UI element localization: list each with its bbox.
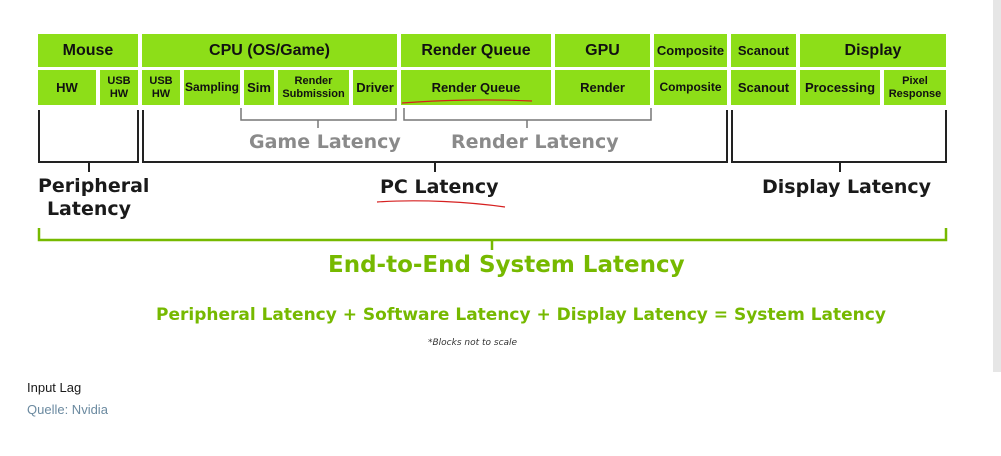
- label-display-latency: Display Latency: [762, 176, 932, 198]
- image-source[interactable]: Quelle: Nvidia: [27, 402, 108, 417]
- sub-pixel-response-text: Pixel Response: [888, 74, 942, 100]
- block-scanout: Scanout: [731, 34, 796, 67]
- sub-render-submission-text: Render Submission: [282, 74, 345, 100]
- block-mouse: Mouse: [38, 34, 138, 67]
- sub-sim: Sim: [244, 70, 274, 105]
- end-to-end-bracket: [37, 228, 948, 242]
- sub-sampling: Sampling: [184, 70, 240, 105]
- block-composite: Composite: [654, 34, 727, 67]
- annotation-underline-pc-latency: [376, 200, 506, 208]
- game-latency-bracket: [240, 108, 397, 121]
- diagram-image: Mouse CPU (OS/Game) Render Queue GPU Com…: [37, 34, 948, 348]
- peripheral-bracket: [38, 110, 139, 163]
- sub-render-submission: Render Submission: [278, 70, 349, 105]
- image-caption: Input Lag: [27, 380, 82, 395]
- label-pc-latency: PC Latency: [380, 176, 499, 198]
- latency-formula: Peripheral Latency + Software Latency + …: [156, 305, 886, 325]
- sub-usb-hw-mouse: USB HW: [100, 70, 138, 105]
- sub-pixel-response: Pixel Response: [884, 70, 946, 105]
- sub-hw: HW: [38, 70, 96, 105]
- sub-render-queue: Render Queue: [401, 70, 551, 105]
- bracket-lines: [37, 99, 948, 250]
- scale-note: *Blocks not to scale: [428, 338, 518, 348]
- annotation-underline-render-queue: [401, 99, 533, 104]
- sub-composite: Composite: [654, 70, 727, 105]
- pc-latency-bracket: [142, 110, 728, 163]
- sub-usb-hw-cpu-text: USB HW: [149, 74, 173, 100]
- block-display: Display: [800, 34, 946, 67]
- block-gpu: GPU: [555, 34, 650, 67]
- label-end-to-end: End-to-End System Latency: [328, 252, 685, 278]
- label-peripheral-latency: Peripheral Latency: [38, 175, 150, 220]
- sub-usb-hw-cpu: USB HW: [142, 70, 180, 105]
- sub-driver: Driver: [353, 70, 397, 105]
- sub-processing: Processing: [800, 70, 880, 105]
- sub-scanout: Scanout: [731, 70, 796, 105]
- block-cpu: CPU (OS/Game): [142, 34, 397, 67]
- render-latency-bracket: [403, 108, 652, 121]
- label-game-latency: Game Latency: [249, 131, 401, 153]
- label-render-latency: Render Latency: [451, 131, 619, 153]
- block-render-queue: Render Queue: [401, 34, 551, 67]
- sub-usb-hw-mouse-text: USB HW: [107, 74, 131, 100]
- display-latency-bracket: [731, 110, 947, 163]
- image-scrollbar[interactable]: [993, 0, 1001, 372]
- sub-render: Render: [555, 70, 650, 105]
